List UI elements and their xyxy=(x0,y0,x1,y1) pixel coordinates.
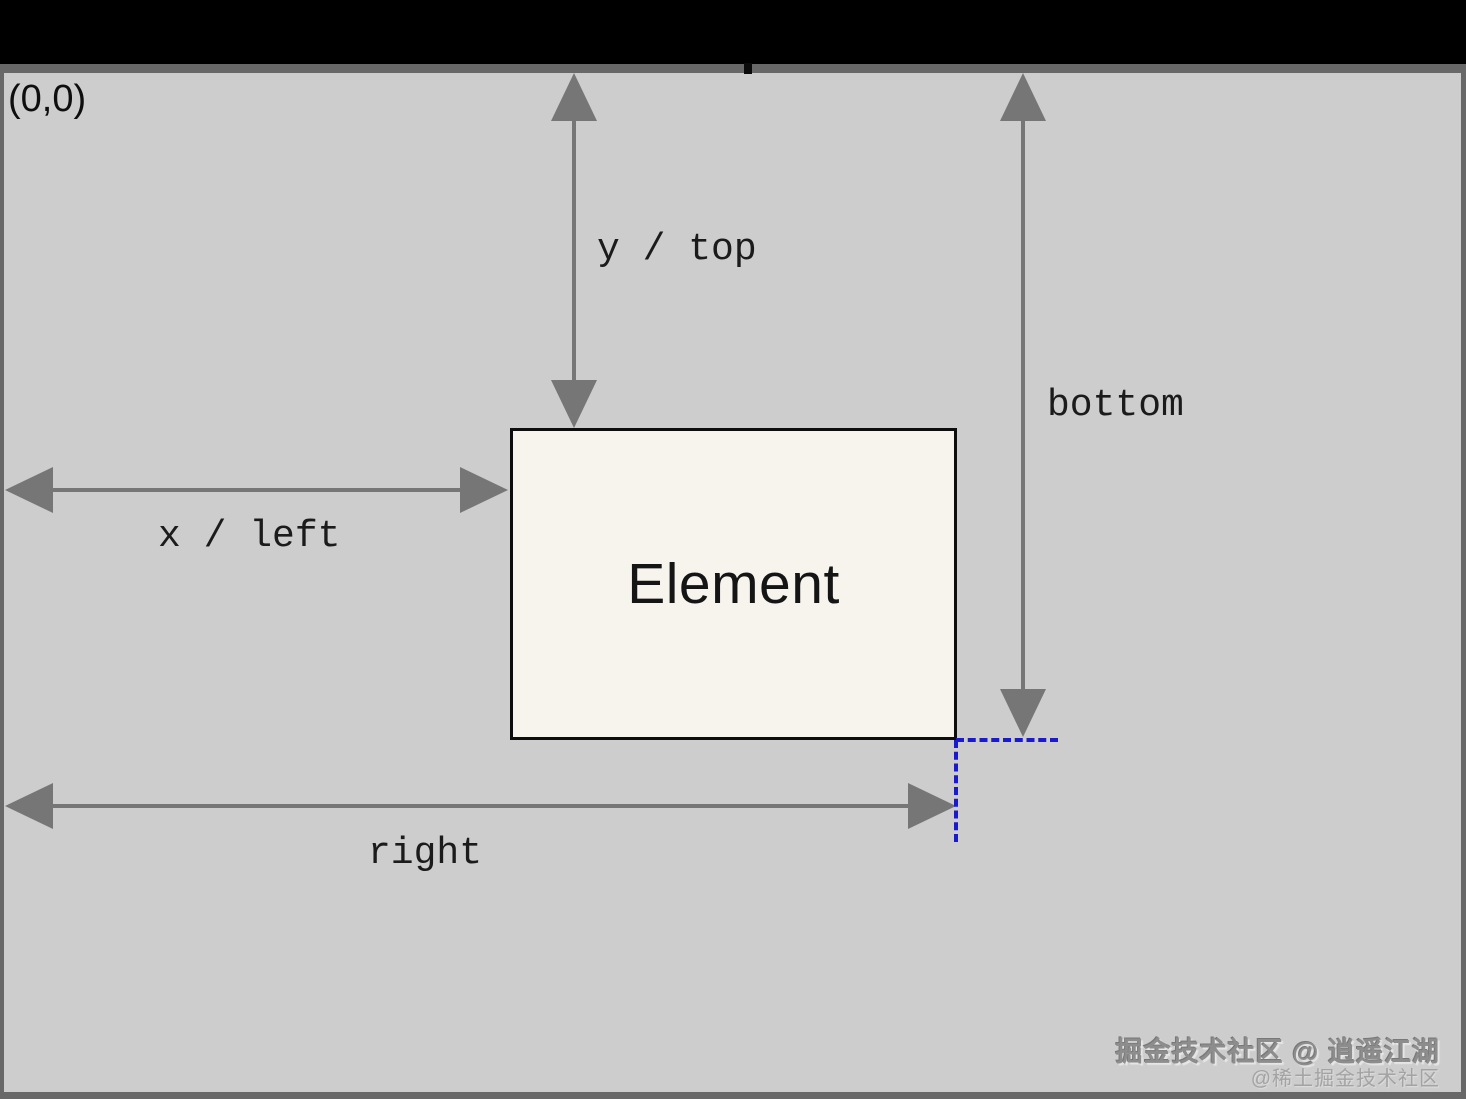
bottom-edge-guide-line xyxy=(956,738,1058,742)
arrow-right-icon xyxy=(460,467,508,513)
arrow-shaft xyxy=(53,804,908,808)
bottom-arrow xyxy=(1000,73,1046,737)
element-box: Element xyxy=(510,428,957,740)
right-arrow xyxy=(5,783,956,829)
x-left-arrow xyxy=(5,467,508,513)
element-box-label: Element xyxy=(627,552,840,616)
y-top-label: y / top xyxy=(597,228,757,271)
y-top-arrow xyxy=(551,73,597,428)
arrow-left-icon xyxy=(5,467,53,513)
arrow-right-icon xyxy=(908,783,956,829)
watermark-line1: 掘金技术社区 @ 逍遥江湖 xyxy=(1115,1037,1440,1067)
arrow-up-icon xyxy=(551,73,597,121)
watermark-line2: @稀土掘金技术社区 xyxy=(1250,1067,1440,1090)
arrow-down-icon xyxy=(551,380,597,428)
origin-coordinate-label: (0,0) xyxy=(8,78,87,120)
right-label: right xyxy=(368,832,483,875)
arrow-shaft xyxy=(1021,121,1025,689)
arrow-shaft xyxy=(53,488,460,492)
arrow-left-icon xyxy=(5,783,53,829)
arrow-up-icon xyxy=(1000,73,1046,121)
top-bar-notch xyxy=(744,63,752,74)
x-left-label: x / left xyxy=(158,515,341,558)
arrow-down-icon xyxy=(1000,689,1046,737)
arrow-shaft xyxy=(572,121,576,380)
bottom-label: bottom xyxy=(1047,384,1184,427)
watermark: 掘金技术社区 @ 逍遥江湖 @稀土掘金技术社区 xyxy=(1115,1037,1440,1090)
right-edge-guide-line xyxy=(954,740,958,842)
